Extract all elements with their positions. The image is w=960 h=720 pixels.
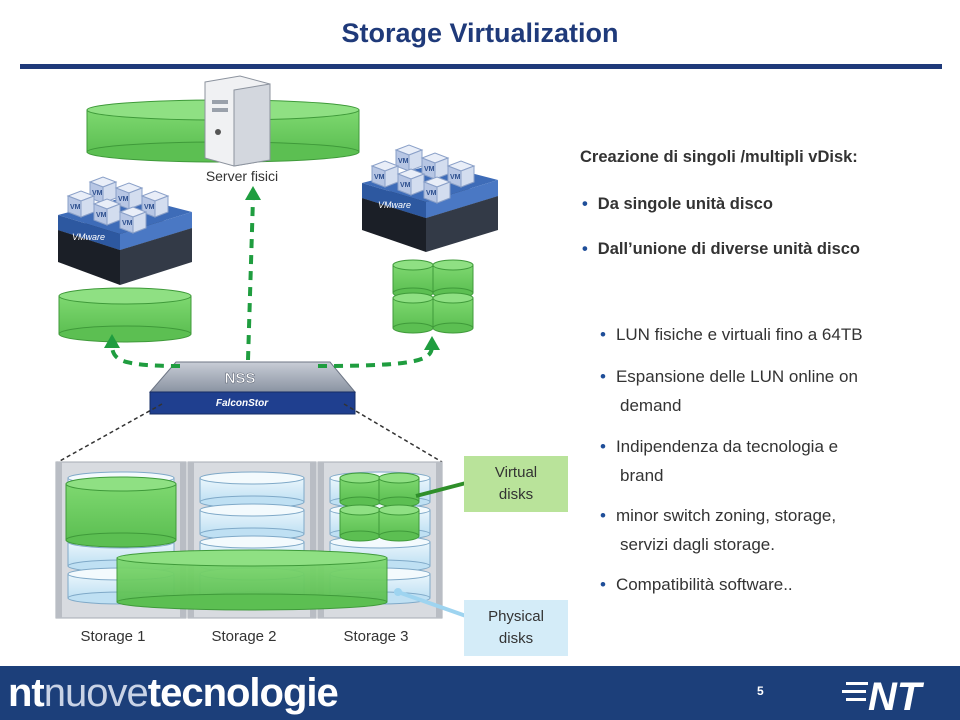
host-disk-right-1 bbox=[392, 259, 434, 299]
bullet-dot-icon: • bbox=[600, 506, 606, 525]
bullet-4-line2: servizi dagli storage. bbox=[620, 535, 775, 554]
storage-1-label: Storage 1 bbox=[80, 628, 145, 645]
bullet-1-line1: LUN fisiche e virtuali fino a 64TB bbox=[615, 325, 863, 344]
vm-label: VM bbox=[96, 212, 107, 219]
host-disk-right-2 bbox=[432, 259, 474, 299]
virtual-disks-connector bbox=[415, 481, 467, 498]
physical-disk bbox=[199, 471, 305, 509]
storage-virtualization-diagram: Server fisici VMware VMware VMVMVMVMVMVM… bbox=[55, 75, 498, 645]
vm-label: VM bbox=[92, 190, 103, 197]
bullet-5: • Compatibilità software.. bbox=[600, 570, 793, 599]
physical-disks-dot bbox=[394, 588, 402, 596]
main-bullet-1-text: Da singole unità disco bbox=[597, 195, 773, 213]
bullet-dot-icon: • bbox=[600, 367, 606, 386]
server-label: Server fisici bbox=[206, 168, 278, 184]
vm-label: VM bbox=[374, 174, 385, 181]
host-disk-right-3 bbox=[392, 292, 434, 334]
virtual-disks-line1: Virtual bbox=[494, 464, 538, 481]
physical-disk-spanning bbox=[116, 549, 388, 611]
logo-nt: nt bbox=[8, 671, 45, 715]
footer-bar bbox=[0, 666, 960, 720]
storage-2-label: Storage 2 bbox=[211, 628, 276, 645]
server-tower-icon bbox=[204, 75, 271, 167]
bullet-2-line2: demand bbox=[620, 396, 682, 415]
virtual-disk-storage-3-c bbox=[339, 504, 381, 542]
arrow-heads bbox=[104, 186, 440, 350]
vm-cube-right-3: VM bbox=[370, 160, 400, 188]
vm-label: VM bbox=[400, 182, 411, 189]
vm-cube-right-1: VM bbox=[420, 152, 450, 180]
vm-label: VM bbox=[450, 174, 461, 181]
vm-label: VM bbox=[426, 190, 437, 197]
bullet-3-line1: Indipendenza da tecnologia e bbox=[615, 437, 839, 456]
bullet-2-line1: Espansione delle LUN online on bbox=[615, 367, 858, 386]
vm-cube-right-2: VM bbox=[446, 160, 476, 188]
vm-cube-left-3: VM bbox=[66, 190, 96, 218]
main-bullet-1: • Da singole unità disco bbox=[582, 195, 773, 214]
physical-disks-line1: Physical bbox=[488, 608, 544, 625]
bullet-4-line1: minor switch zoning, storage, bbox=[615, 506, 837, 525]
host-disk-right-4 bbox=[432, 292, 474, 334]
bullet-3: • Indipendenza da tecnologia e brand bbox=[600, 432, 838, 490]
virtual-disk-storage-3-a bbox=[339, 472, 381, 508]
bullet-dot-icon: • bbox=[582, 240, 588, 258]
vm-cube-left-2: VM bbox=[140, 190, 170, 218]
page-title: Storage Virtualization bbox=[341, 18, 619, 48]
main-bullet-2-text: Dall’unione di diverse unità disco bbox=[597, 240, 861, 258]
physical-disks-connector bbox=[397, 590, 467, 618]
bullet-3-line2: brand bbox=[620, 466, 664, 485]
page-number: 5 bbox=[757, 684, 764, 698]
main-bullet-2: • Dall’unione di diverse unità disco bbox=[582, 240, 860, 259]
host-disks-right bbox=[392, 259, 474, 334]
bullet-dot-icon: • bbox=[600, 575, 606, 594]
virtual-disk-storage-3-d bbox=[378, 504, 420, 542]
logo-nuove: nuove bbox=[43, 671, 149, 715]
virtual-disks-label: Virtual disks bbox=[464, 456, 568, 512]
nt-mark-text: NT bbox=[868, 675, 925, 718]
vm-cubes: VM VM VM VM VM VM VM VM VM VM VM VM bbox=[66, 144, 476, 234]
vm-label: VM bbox=[118, 196, 129, 203]
logo-tecnologie: tecnologie bbox=[147, 671, 339, 715]
nt-brand-mark-icon: NT bbox=[842, 675, 925, 718]
vm-label: VM bbox=[70, 204, 81, 211]
vm-label: VM bbox=[398, 158, 409, 165]
vm-cube-right-0: VM bbox=[394, 144, 424, 172]
company-logo: ntnuovetecnologie bbox=[8, 671, 339, 716]
vmware-label-right: VMware bbox=[378, 200, 411, 210]
vm-cube-left-4: VM bbox=[92, 198, 122, 226]
host-disk-left bbox=[58, 287, 192, 343]
vmware-label-left: VMware bbox=[72, 232, 105, 242]
virtual-disks-line2: disks bbox=[498, 486, 534, 503]
nss-appliance-icon: NSS FalconStor bbox=[148, 361, 357, 415]
funnel-lines bbox=[57, 403, 443, 463]
vm-cube-right-5: VM bbox=[422, 176, 452, 204]
bullet-5-line1: Compatibilità software.. bbox=[615, 575, 793, 594]
bullet-4: • minor switch zoning, storage, servizi da… bbox=[600, 501, 836, 559]
vm-label: VM bbox=[424, 166, 435, 173]
bullet-dot-icon: • bbox=[600, 437, 606, 456]
bullet-dot-icon: • bbox=[600, 325, 606, 344]
virtual-disk-storage-1 bbox=[65, 476, 177, 548]
vm-cube-left-5: VM bbox=[118, 206, 148, 234]
vm-cube-right-4: VM bbox=[396, 168, 426, 196]
brand-label: FalconStor bbox=[216, 398, 269, 409]
physical-disks-line2: disks bbox=[498, 630, 534, 647]
title-underline bbox=[20, 64, 942, 69]
vm-label: VM bbox=[122, 220, 133, 227]
physical-disks-label: Physical disks bbox=[464, 600, 568, 656]
nss-label: NSS bbox=[225, 370, 256, 387]
virtual-disk-storage-3-b bbox=[378, 472, 420, 508]
section-heading: Creazione di singoli /multipli vDisk: bbox=[580, 148, 858, 166]
connection-arrows bbox=[110, 197, 434, 368]
bullet-1: • LUN fisiche e virtuali fino a 64TB bbox=[600, 320, 863, 349]
bullet-dot-icon: • bbox=[582, 195, 588, 213]
vm-label: VM bbox=[144, 204, 155, 211]
bullet-2: • Espansione delle LUN online on demand bbox=[600, 362, 858, 420]
storage-3-label: Storage 3 bbox=[343, 628, 408, 645]
physical-disk bbox=[199, 503, 305, 541]
